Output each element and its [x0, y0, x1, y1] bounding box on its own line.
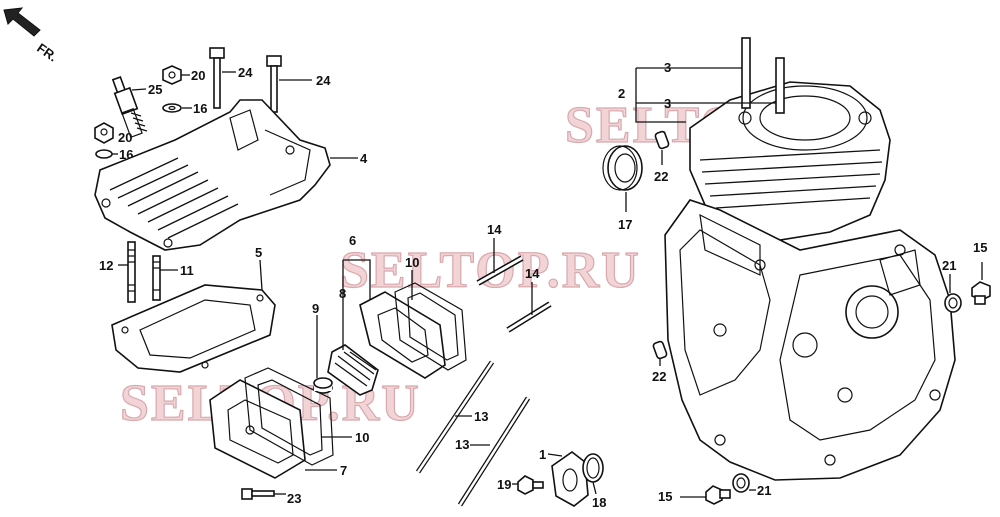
- callout-8: 8: [339, 286, 346, 301]
- head-gasket: [111, 284, 276, 373]
- stud-3-a: [741, 37, 751, 109]
- bolt-24-a: [209, 47, 225, 109]
- washer-21-right: [944, 293, 962, 313]
- washer-21-bottom: [732, 473, 750, 493]
- callout-22-lower: 22: [652, 369, 666, 384]
- callout-4: 4: [360, 151, 368, 166]
- callout-18: 18: [592, 495, 606, 510]
- cylinder-head: [94, 99, 331, 251]
- callout-19: 19: [497, 477, 511, 492]
- callout-21-right: 21: [942, 258, 956, 273]
- bolt-19: [517, 475, 544, 495]
- callout-2: 2: [618, 86, 625, 101]
- filter-element-8: [327, 344, 379, 396]
- drain-bolt-15-bottom: [705, 485, 731, 505]
- callout-14-b: 14: [525, 266, 540, 281]
- nut-20-upper: [162, 65, 182, 85]
- callout-24-b: 24: [316, 73, 331, 88]
- callout-11: 11: [180, 263, 194, 278]
- long-stud-13-a: [415, 360, 495, 474]
- callout-23: 23: [287, 491, 301, 506]
- callout-10-upper: 10: [405, 255, 419, 270]
- callout-13-a: 13: [474, 409, 488, 424]
- callout-1: 1: [539, 447, 546, 462]
- stud-14-a: [476, 255, 524, 286]
- callout-16-upper: 16: [193, 101, 207, 116]
- callout-15-right: 15: [973, 240, 987, 255]
- stud-3-b: [775, 57, 785, 114]
- breather-body-6: [359, 291, 446, 379]
- oil-seal-17: [602, 145, 643, 191]
- bolt-24-b: [266, 55, 282, 113]
- callout-21-bottom: 21: [757, 483, 771, 498]
- o-ring-18: [582, 453, 604, 483]
- callout-17: 17: [618, 217, 632, 232]
- callout-20-upper: 20: [191, 68, 205, 83]
- breather-gasket-10-lower: [244, 367, 334, 466]
- stud-14-b: [506, 301, 552, 333]
- watermark-middle: SELTOP.RU: [340, 242, 641, 299]
- drain-bolt-15-right: [971, 281, 991, 305]
- collar-9: [313, 377, 333, 394]
- callout-13-b: 13: [455, 437, 469, 452]
- callout-22-upper: 22: [654, 169, 668, 184]
- callout-7: 7: [340, 463, 347, 478]
- cylinder-block: [664, 81, 956, 481]
- arrow-up-left-icon: [3, 7, 41, 37]
- callout-25: 25: [148, 82, 162, 97]
- breather-cover: [209, 379, 306, 479]
- stud-11: [152, 255, 161, 301]
- callout-10-lower: 10: [355, 430, 369, 445]
- callout-15-bottom: 15: [658, 489, 672, 504]
- nut-20-lower: [94, 122, 114, 144]
- long-stud-13-b: [457, 396, 531, 507]
- callout-9: 9: [312, 301, 319, 316]
- callout-6: 6: [349, 233, 356, 248]
- callout-12: 12: [99, 258, 113, 273]
- callout-20-lower: 20: [118, 130, 132, 145]
- front-direction-marker: FR.: [3, 7, 60, 64]
- dowel-22-upper: [654, 130, 670, 150]
- front-label: FR.: [34, 40, 60, 64]
- breather-gasket-10-upper: [394, 282, 467, 371]
- washer-16-upper: [162, 103, 182, 113]
- dowel-22-lower: [652, 340, 668, 360]
- spark-plug: [111, 76, 148, 139]
- callout-24-a: 24: [238, 65, 253, 80]
- callout-3-b: 3: [664, 96, 671, 111]
- stud-12: [127, 241, 136, 303]
- washer-16-lower: [95, 149, 113, 159]
- cover-plate-1: [551, 451, 589, 507]
- callout-3-a: 3: [664, 60, 671, 75]
- callout-14-a: 14: [487, 222, 502, 237]
- callout-5: 5: [255, 245, 262, 260]
- bolt-23: [241, 488, 275, 500]
